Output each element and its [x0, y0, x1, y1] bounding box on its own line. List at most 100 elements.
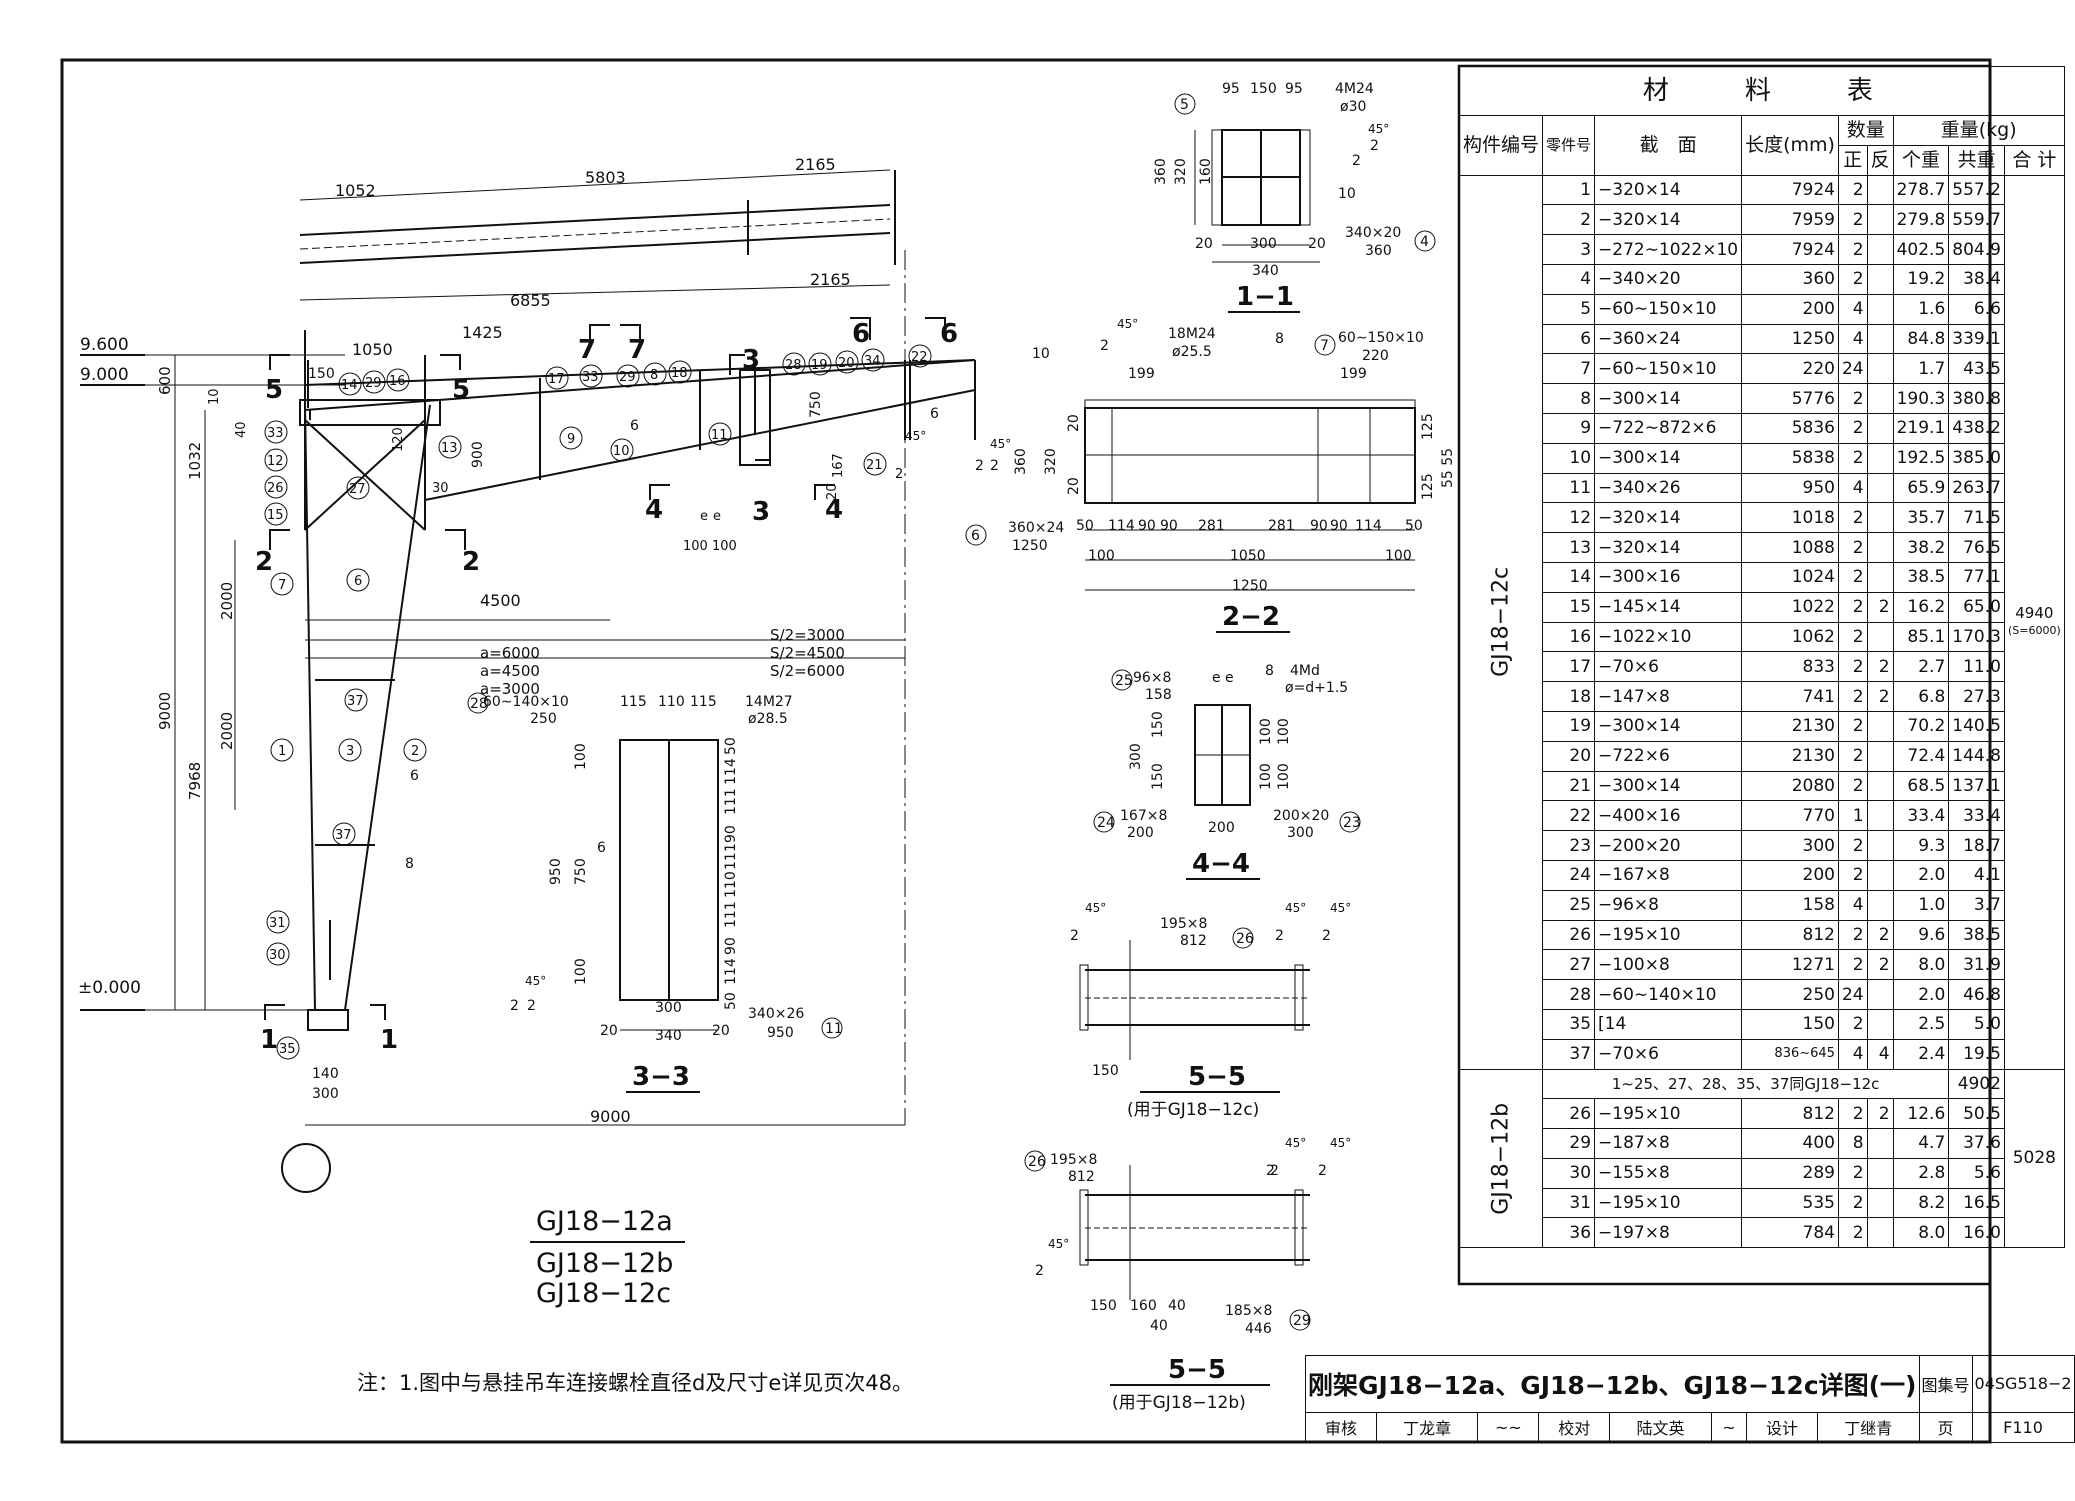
- part-section: −70×6: [1594, 651, 1743, 683]
- svg-text:31: 31: [269, 916, 286, 931]
- group-label-12c: GJ18−12c: [1459, 175, 1543, 1069]
- title-block: 刚架GJ18−12a、GJ18−12b、GJ18−12c详图(一) 图集号 04…: [1305, 1355, 2075, 1444]
- page-label: 页: [1918, 1411, 1973, 1444]
- part-length: 741: [1741, 681, 1839, 712]
- balloon: 33: [579, 364, 603, 388]
- dim-2165b: 2165: [810, 270, 851, 289]
- svg-text:13: 13: [441, 441, 458, 456]
- svg-text:115: 115: [620, 694, 647, 710]
- total-weight: 77.1: [1948, 561, 2005, 593]
- dim-1052: 1052: [335, 181, 376, 200]
- part-length: 5776: [1741, 383, 1839, 414]
- svg-text:27: 27: [349, 482, 366, 497]
- part-length: 2080: [1741, 770, 1839, 802]
- svg-text:90: 90: [1160, 518, 1178, 534]
- svg-text:45°: 45°: [1285, 1136, 1306, 1150]
- total-weight: 16.0: [1948, 1217, 2005, 1249]
- part-number: 35: [1542, 1008, 1596, 1040]
- section-3-3: 60∼140×10 250 28 115 110 115 14M27 ø28.5…: [467, 692, 843, 1093]
- mark-2b: 2: [462, 547, 480, 577]
- part-length: 158: [1741, 889, 1839, 921]
- svg-text:8: 8: [1265, 663, 1274, 679]
- qty-neg: [1866, 263, 1894, 295]
- part-number: 5: [1542, 293, 1596, 325]
- part-section: −1022×10: [1594, 621, 1743, 653]
- qty-pos: 2: [1837, 1008, 1868, 1040]
- svg-text:22: 22: [911, 350, 928, 365]
- total-weight: 339.1: [1948, 323, 2005, 355]
- dim-6855: 6855: [510, 291, 551, 310]
- part-number: 25: [1542, 889, 1596, 921]
- balloon: 2: [403, 738, 427, 762]
- unit-weight: 2.8: [1892, 1157, 1950, 1189]
- svg-text:950: 950: [548, 858, 564, 885]
- dim-40: 40: [234, 421, 249, 438]
- balloon: 26: [264, 475, 288, 499]
- checker-name: 陆文英: [1609, 1411, 1712, 1444]
- qty-pos: 2: [1837, 234, 1868, 265]
- dim-100a: 100: [683, 539, 708, 554]
- part-number: 22: [1542, 800, 1596, 832]
- qty-pos: 2: [1837, 174, 1868, 206]
- part-number: 20: [1542, 740, 1596, 772]
- svg-text:20: 20: [1066, 477, 1082, 495]
- qty-neg: 2: [1866, 681, 1894, 712]
- header-qty-pos: 正: [1837, 144, 1868, 176]
- qty-neg: [1866, 204, 1894, 236]
- section-5-5c-title: 5−5: [1188, 1062, 1246, 1092]
- unit-weight: 2.5: [1892, 1008, 1950, 1040]
- header-sum: 合 计: [2003, 144, 2065, 176]
- qty-neg: 4: [1866, 1038, 1894, 1070]
- part-length: 770: [1741, 800, 1839, 832]
- part-number: 3: [1542, 234, 1596, 265]
- svg-text:812: 812: [1180, 933, 1207, 949]
- svg-text:100: 100: [1276, 763, 1292, 790]
- frame-elevation: [80, 169, 976, 1193]
- part-number: 15: [1542, 591, 1596, 623]
- total-weight: 438.2: [1948, 412, 2005, 444]
- mark-7a: 7: [578, 335, 596, 365]
- dim-100b: 100: [712, 539, 737, 554]
- balloon: 16: [386, 368, 410, 392]
- mark-5b: 5: [452, 375, 470, 405]
- svg-text:111: 111: [723, 788, 739, 815]
- qty-pos: 2: [1837, 204, 1868, 236]
- section-5-5b-subtitle: (用于GJ18−12b): [1112, 1393, 1246, 1413]
- elev-9000: 9.000: [80, 365, 129, 385]
- section-2-2-title: 2−2: [1222, 602, 1280, 632]
- svg-text:11: 11: [711, 428, 728, 443]
- svg-text:100: 100: [573, 958, 589, 985]
- svg-text:50: 50: [723, 992, 739, 1010]
- svg-text:111: 111: [723, 901, 739, 928]
- part-section: −60∼150×10: [1594, 353, 1743, 385]
- svg-text:300: 300: [1128, 743, 1144, 770]
- svg-text:2: 2: [411, 744, 419, 759]
- qty-neg: [1866, 979, 1894, 1010]
- qty-neg: [1866, 412, 1894, 444]
- part-section: −300×14: [1594, 442, 1743, 474]
- section-1-1-title: 1−1: [1236, 282, 1294, 312]
- dim-300: 300: [312, 1086, 339, 1102]
- part-number: 29: [1542, 1128, 1596, 1159]
- part-number: 21: [1542, 770, 1596, 802]
- qty-neg: [1866, 234, 1894, 265]
- svg-text:200: 200: [1127, 825, 1154, 841]
- balloon: 34: [861, 348, 885, 372]
- part-number: 9: [1542, 412, 1596, 444]
- svg-text:1050: 1050: [1230, 548, 1266, 564]
- part-section: −300×14: [1594, 770, 1743, 802]
- section-2-2: 45° 2 18M24 ø25.5 8 60∼150×10 220 7 199 …: [965, 317, 1456, 633]
- elev-0: ±0.000: [78, 978, 141, 998]
- svg-text:114: 114: [723, 758, 739, 785]
- balloon: 29: [362, 370, 386, 394]
- svg-text:199: 199: [1340, 366, 1367, 382]
- part-section: −60∼140×10: [1594, 979, 1743, 1010]
- part-length: 950: [1741, 472, 1839, 504]
- qty-pos: 2: [1837, 859, 1868, 891]
- total-weight: 144.8: [1948, 740, 2005, 772]
- svg-text:28: 28: [470, 696, 488, 712]
- total-weight: 140.5: [1948, 710, 2005, 742]
- dim-150: 150: [308, 366, 335, 382]
